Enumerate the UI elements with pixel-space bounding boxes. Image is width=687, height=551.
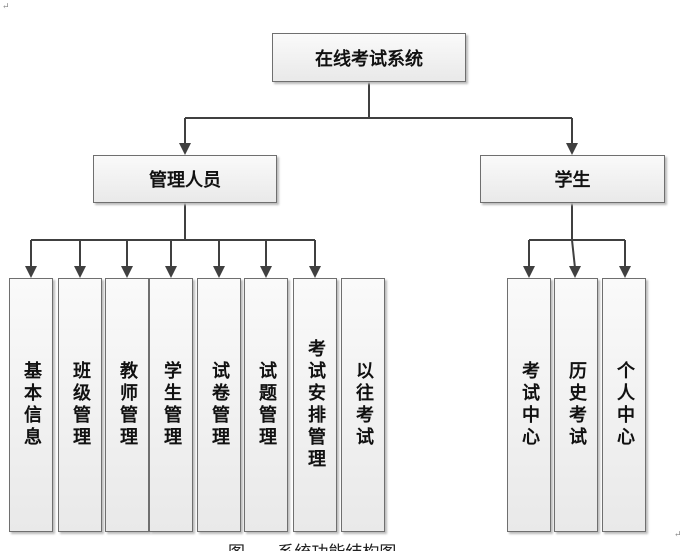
paragraph-mark-icon: ↵: [674, 530, 682, 540]
leaf-node: 学生管理: [149, 278, 193, 532]
paragraph-mark-icon: ↵: [2, 2, 10, 12]
leaf-node: 个人中心: [602, 278, 646, 532]
arrowhead: [523, 266, 535, 278]
arrowhead: [260, 266, 272, 278]
arrowhead: [25, 266, 37, 278]
leaf-node: 试卷管理: [197, 278, 241, 532]
leaf-node: 基本信息: [9, 278, 53, 532]
arrowhead: [74, 266, 86, 278]
figure-caption: 图 系统功能结构图: [228, 538, 396, 551]
leaf-node: 考试中心: [507, 278, 551, 532]
arrowhead: [569, 266, 581, 278]
group-node-student: 学生: [480, 155, 665, 203]
arrowhead: [566, 143, 578, 155]
arrowhead: [165, 266, 177, 278]
leaf-node: 班级管理: [58, 278, 102, 532]
leaf-node: 考试安排管理: [293, 278, 337, 532]
leaf-node: 以往考试: [341, 278, 385, 532]
arrowhead: [619, 266, 631, 278]
leaf-node: 试题管理: [244, 278, 288, 532]
root-node: 在线考试系统: [272, 33, 466, 82]
connector-line: [571, 239, 576, 269]
arrowhead: [121, 266, 133, 278]
leaf-node: 历史考试: [554, 278, 598, 532]
group-node-admin: 管理人员: [93, 155, 277, 203]
arrowhead: [309, 266, 321, 278]
arrowhead: [179, 143, 191, 155]
leaf-node: 教师管理: [105, 278, 149, 532]
arrowhead: [213, 266, 225, 278]
